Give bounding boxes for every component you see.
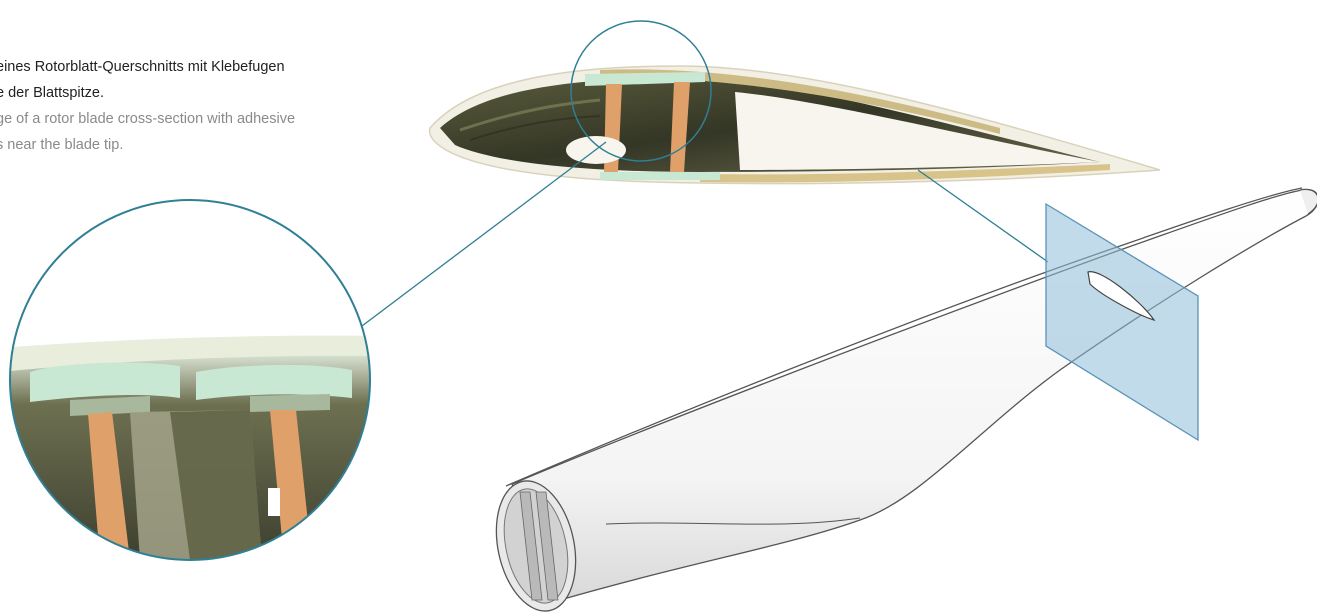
section-callout-line [918, 170, 1048, 262]
zoom-detail [0, 190, 380, 570]
airfoil-cross-section [430, 66, 1160, 184]
zoom-callout-line [354, 142, 606, 332]
